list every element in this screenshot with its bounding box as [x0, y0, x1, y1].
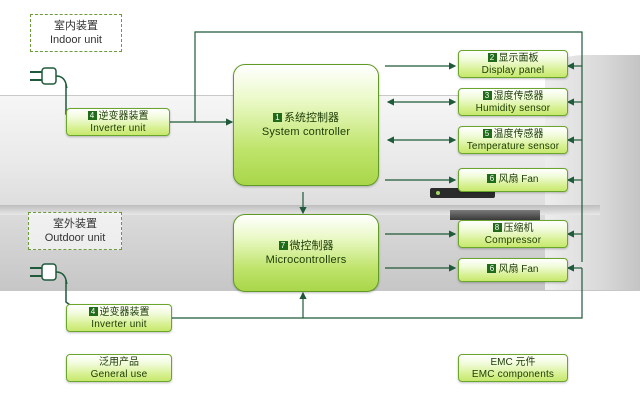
badge-number: 3 — [482, 91, 492, 100]
badge-number: 6 — [487, 264, 497, 273]
box-title-en: Fan — [521, 264, 539, 275]
box-title-zh: 逆变器装置 — [98, 111, 149, 122]
power-plug-icon — [30, 263, 68, 284]
badge-number: 7 — [278, 241, 288, 250]
box-title-en: System controller — [261, 126, 351, 138]
box-title-en: Fan — [521, 174, 539, 185]
indoor-unit-label-zh: 室内装置 — [54, 20, 98, 32]
box-title-zh: 微控制器 — [289, 240, 334, 252]
box-title-zh: 泛用产品 — [99, 357, 139, 368]
indoor-unit-label-en: Indoor unit — [50, 34, 102, 46]
badge-number: 1 — [273, 113, 282, 122]
box-title-en: Compressor — [484, 235, 542, 246]
indoor-unit-label: 室内装置 Indoor unit — [30, 14, 122, 52]
box-title-en: General use — [90, 369, 148, 380]
box-title-en: EMC components — [471, 369, 555, 380]
box-title-zh: 逆变器装置 — [99, 307, 150, 318]
box-title-zh: 温度传感器 — [493, 129, 544, 140]
box-title-zh: 风扇 — [498, 174, 519, 185]
outdoor-unit-label: 室外装置 Outdoor unit — [28, 212, 122, 250]
box-title-zh: 显示面板 — [498, 53, 539, 64]
box-title-zh: 风扇 — [498, 264, 519, 275]
badge-number: 8 — [492, 223, 502, 232]
box-title-en: Inverter unit — [90, 123, 146, 134]
ac-display-strip — [430, 188, 495, 198]
box-title-en: Inverter unit — [91, 319, 147, 330]
power-plug-icon — [30, 67, 68, 88]
badge-number: 2 — [487, 53, 497, 62]
emc-components-box: EMC 元件 EMC components — [458, 354, 568, 382]
box-title-en: Microcontrollers — [265, 254, 347, 266]
box-title-zh: 系统控制器 — [284, 112, 339, 124]
box-title-en: Humidity sensor — [475, 103, 551, 114]
badge-number: 4 — [88, 307, 98, 316]
outdoor-unit-label-en: Outdoor unit — [44, 232, 106, 244]
box-title-zh: 压缩机 — [503, 223, 534, 234]
box-title-en: Display panel — [481, 65, 545, 76]
box-title-zh: 湿度传感器 — [493, 91, 544, 102]
badge-number: 6 — [487, 174, 497, 183]
badge-number: 5 — [482, 129, 492, 138]
box-title-en: Temperature sensor — [466, 141, 560, 152]
air-vent — [450, 210, 540, 220]
box-title-zh: EMC 元件 — [490, 357, 536, 368]
badge-number: 4 — [87, 111, 97, 120]
general-use-box: 泛用产品 General use — [66, 354, 172, 382]
outdoor-unit-label-zh: 室外装置 — [53, 218, 97, 230]
